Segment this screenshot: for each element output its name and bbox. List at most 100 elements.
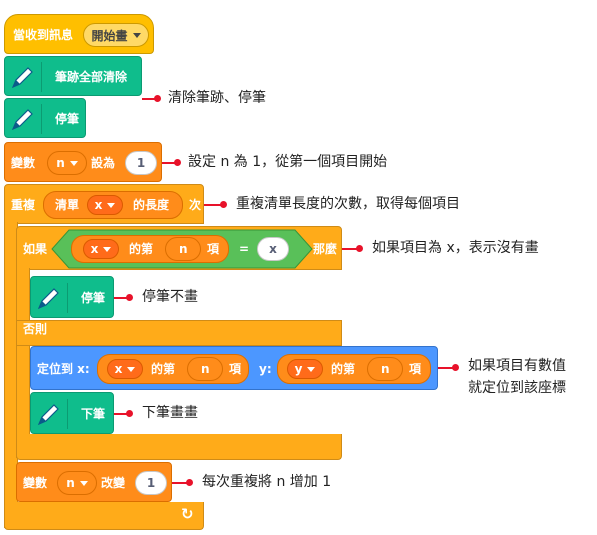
annotation-dot <box>452 364 459 371</box>
list-name: x <box>94 198 103 212</box>
change-value-input[interactable]: 1 <box>135 471 167 495</box>
chevron-down-icon <box>132 32 141 38</box>
change-variable-label: 變數 <box>23 476 48 490</box>
chevron-down-icon <box>69 160 78 166</box>
message-dropdown[interactable]: 開始畫 <box>83 23 149 47</box>
annotation-connector <box>114 297 128 299</box>
left-list-name: x <box>90 242 99 256</box>
annotation-set-n: 設定 n 為 1，從第一個項目開始 <box>188 154 388 170</box>
annotation-connector <box>114 413 128 415</box>
set-variable-block[interactable]: 變數 n 設為 1 <box>4 142 162 182</box>
annotation-clear-pen: 清除筆跡、停筆 <box>168 90 266 106</box>
x-index-name: n <box>201 362 210 376</box>
annotation-dot <box>126 410 133 417</box>
x-item-label: 項 <box>229 362 242 376</box>
pen-extension-icon <box>7 62 42 92</box>
y-label: y: <box>259 362 272 376</box>
y-item-of-label: 的第 <box>331 362 356 376</box>
chevron-down-icon <box>107 202 116 208</box>
pen-extension-icon <box>33 283 68 313</box>
y-index-name: n <box>381 362 390 376</box>
repeat-top-bar[interactable]: 重複 清單 x 的長度 次 <box>4 184 204 224</box>
list-dropdown[interactable]: x <box>87 195 123 215</box>
if-left-arm <box>16 268 30 458</box>
if-else-bottom-bar <box>16 434 342 460</box>
pen-extension-icon <box>33 399 68 429</box>
x-list-name: x <box>114 362 123 376</box>
annotation-connector <box>204 204 222 206</box>
equals-sign: = <box>239 242 250 256</box>
inner-pen-up-block[interactable]: 停筆 <box>30 276 114 318</box>
pen-down-label: 下筆 <box>81 407 106 421</box>
chevron-down-icon <box>103 246 112 252</box>
if-else-top-bar[interactable]: 如果 x 的第 n 項 = x 那麼 <box>16 226 342 270</box>
pen-up-block[interactable]: 停筆 <box>4 98 86 138</box>
variable-name: n <box>56 156 65 170</box>
else-label: 否則 <box>23 322 48 336</box>
x-list-dropdown[interactable]: x <box>107 359 143 379</box>
else-bar: 否則 <box>16 320 342 346</box>
left-item-label: 項 <box>207 242 220 256</box>
y-item-label: 項 <box>409 362 422 376</box>
annotation-dot <box>186 479 193 486</box>
annotation-dot <box>174 159 181 166</box>
inner-pen-up-label: 停筆 <box>81 291 106 305</box>
left-index-name: n <box>179 242 188 256</box>
change-variable-block[interactable]: 變數 n 改變 1 <box>16 462 172 502</box>
right-value-input[interactable]: x <box>257 237 289 261</box>
list-label: 清單 <box>55 198 80 212</box>
loop-arrow-icon: ↻ <box>181 505 194 523</box>
annotation-connector <box>142 98 156 100</box>
annotation-if-x: 如果項目為 x，表示沒有畫 <box>372 240 539 256</box>
go-to-label: 定位到 x: <box>37 362 90 376</box>
y-list-dropdown[interactable]: y <box>287 359 323 379</box>
pen-clear-block[interactable]: 筆跡全部清除 <box>4 56 142 96</box>
x-item-of-label: 的第 <box>151 362 176 376</box>
change-value-text: 1 <box>146 476 156 490</box>
annotation-change-n: 每次重複將 n 增加 1 <box>202 474 332 490</box>
repeat-label: 重複 <box>11 198 36 212</box>
set-to-label: 設為 <box>91 156 116 170</box>
message-dropdown-label: 開始畫 <box>91 28 128 43</box>
annotation-pen-down: 下筆畫畫 <box>142 405 198 421</box>
left-list-dropdown[interactable]: x <box>83 239 119 259</box>
annotation-dot <box>356 245 363 252</box>
if-label: 如果 <box>23 242 48 256</box>
left-index-input[interactable] <box>165 237 201 261</box>
pen-down-block[interactable]: 下筆 <box>30 392 114 434</box>
change-variable-name: n <box>66 476 75 490</box>
pen-up-label: 停筆 <box>55 112 80 126</box>
change-variable-dropdown[interactable]: n <box>57 471 97 495</box>
annotation-pen-up-no-draw: 停筆不畫 <box>142 289 198 305</box>
chevron-down-icon <box>307 366 316 372</box>
go-to-xy-block[interactable]: 定位到 x: x 的第 n 項 y: y 的第 n 項 <box>30 346 438 390</box>
pen-clear-label: 筆跡全部清除 <box>55 70 128 84</box>
variable-dropdown[interactable]: n <box>47 151 87 175</box>
annotation-dot <box>154 95 161 102</box>
annotation-connector <box>172 482 188 484</box>
hat-label: 當收到訊息 <box>13 28 74 42</box>
change-by-label: 改變 <box>101 476 126 490</box>
then-label: 那麼 <box>313 242 338 256</box>
left-item-of-label: 的第 <box>129 242 154 256</box>
set-value-text: 1 <box>136 156 146 170</box>
y-list-name: y <box>294 362 303 376</box>
when-i-receive-hat-block[interactable]: 當收到訊息 開始畫 <box>4 14 154 54</box>
annotation-connector <box>438 367 454 369</box>
x-index-input[interactable] <box>187 357 223 381</box>
set-value-input[interactable]: 1 <box>125 151 157 175</box>
annotation-goto-line1: 如果項目有數值 <box>468 358 566 374</box>
pen-extension-icon <box>7 104 42 134</box>
right-value-text: x <box>269 242 277 256</box>
annotation-dot <box>126 294 133 301</box>
y-index-input[interactable] <box>367 357 403 381</box>
repeat-bottom-bar: ↻ <box>4 502 204 530</box>
chevron-down-icon <box>127 366 136 372</box>
repeat-suffix: 次 <box>189 198 202 212</box>
annotation-connector <box>342 248 358 250</box>
length-label: 的長度 <box>133 198 170 212</box>
annotation-dot <box>220 201 227 208</box>
annotation-goto-line2: 就定位到該座標 <box>468 380 566 396</box>
chevron-down-icon <box>79 480 88 486</box>
set-variable-label: 變數 <box>11 156 36 170</box>
